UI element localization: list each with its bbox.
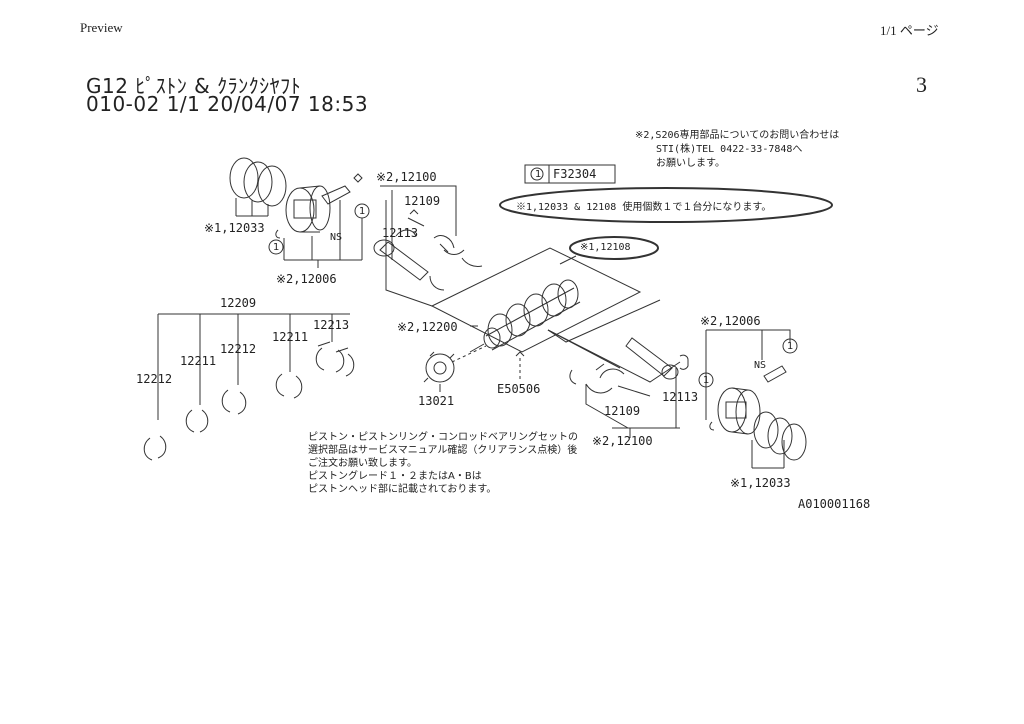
piston-left [285,185,331,233]
conrod-bottom [569,337,689,397]
note-sti-1: ※2,S206専用部品についてのお問い合わせは [635,130,840,141]
label-bearing-12213: 12213 [313,318,350,332]
highlight-oval-part [569,236,659,260]
label-ns-right: NS [754,360,767,371]
label-piston-right: ※2,12006 [700,314,761,328]
label-bolt-top: 12109 [404,194,441,208]
label-nut-top: 12113 [382,226,419,240]
code-circle-number: 1 [535,169,542,180]
diagram-subtitle: 010-02 1/1 20/04/07 18:53 [86,92,369,116]
label-bearing-12212-a: 12212 [220,342,257,356]
figure-id: A010001168 [798,497,871,511]
crank-pulley [423,351,455,383]
conrod-top [373,209,483,291]
label-crankshaft: ※2,12200 [397,320,458,334]
bottom-note-3: ご注文お願い致します。 [308,458,417,469]
crankshaft [469,279,581,353]
label-conrod-top: ※2,12100 [376,170,437,184]
label-pulley: 13021 [418,394,455,408]
code-box [524,164,616,184]
label-conrod-bottom: ※2,12100 [592,434,653,448]
label-bearing-12211-a: 12211 [272,330,309,344]
label-key: E50506 [497,382,541,396]
header-preview: Preview [80,20,123,35]
oval-note-text: ※1,12033 & 12108 使用個数１で１台分になります。 [516,202,772,213]
label-circle-left-2: 1 [359,206,366,217]
label-circle-right-2: 1 [703,375,710,386]
header-page-count: 1/1 ページ [880,23,939,38]
diagram-title: G12 ﾋﾟｽﾄﾝ & ｸﾗﾝｸｼﾔﾌﾄ [86,74,302,98]
bottom-note-1: ピストン・ピストンリング・コンロッドベアリングセットの [308,432,578,443]
label-piston-left: ※2,12006 [276,272,337,286]
note-sti-2: STI(株)TEL 0422-33-7848へ [656,144,803,155]
bottom-note-5: ピストンヘッド部に記載されております。 [308,484,497,495]
label-rings-right: ※1,12033 [730,476,791,490]
highlight-oval-note [499,187,833,223]
label-bearing-set: 12209 [220,296,257,310]
label-bearing-12212-b: 12212 [136,372,173,386]
bottom-note-2: 選択部品はサービスマニュアル確認（クリアランス点検）後 [308,445,578,456]
bearings-left [143,341,355,461]
note-sti-3: お願いします。 [656,158,725,169]
piston-rings-left [229,157,287,207]
label-rings-left: ※1,12033 [204,221,265,235]
bottom-note-4: ピストングレード１・２またはA・Bは [308,471,482,482]
piston-right [717,387,761,435]
piston-rings-right [753,411,807,461]
label-nut-bottom: 12113 [662,390,699,404]
oval-part-label: ※1,12108 [580,242,631,253]
label-bolt-bottom: 12109 [604,404,641,418]
label-ns-left: NS [330,232,343,243]
code-box-label: F32304 [553,167,597,181]
label-circle-left-1: 1 [273,242,280,253]
label-circle-right-1: 1 [787,341,794,352]
sheet-number: 3 [916,72,927,97]
label-bearing-12211-b: 12211 [180,354,217,368]
